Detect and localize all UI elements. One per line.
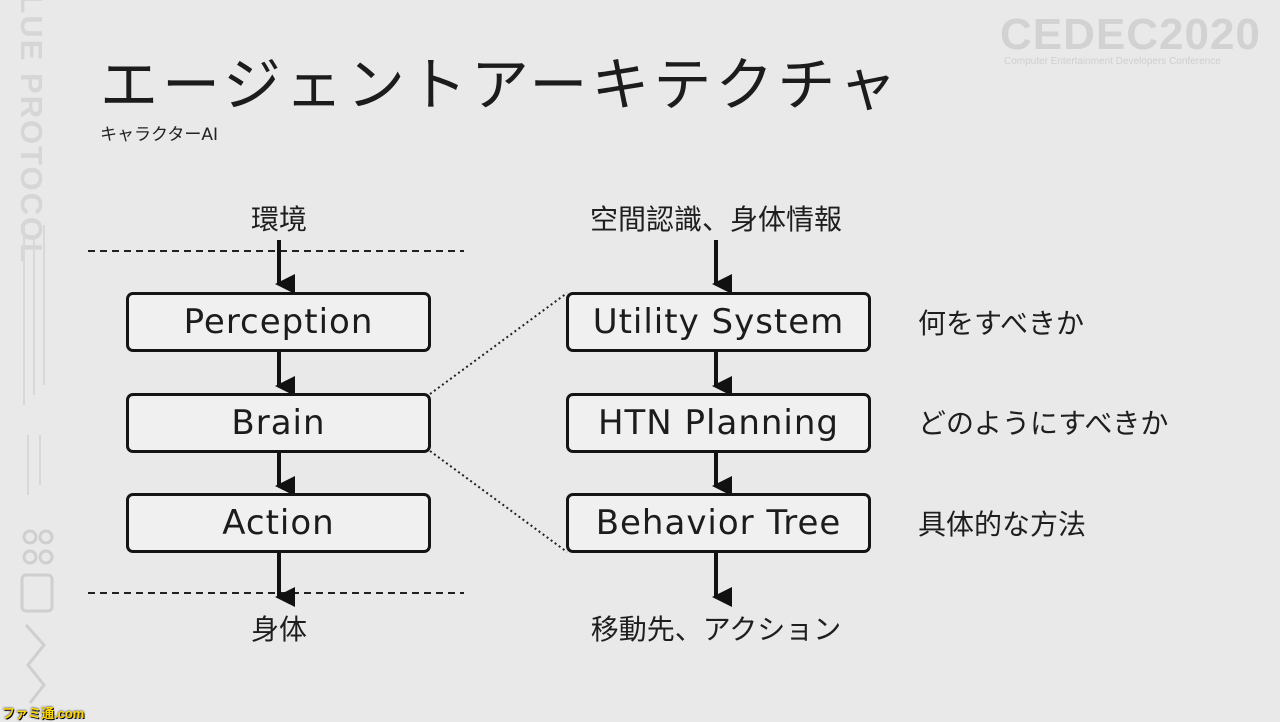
zoom-line-bottom xyxy=(429,450,568,553)
slide-subtitle: キャラクターAI xyxy=(100,125,218,145)
input-label: 空間認識、身体情報 xyxy=(589,203,843,236)
perception-node: Perception xyxy=(126,292,431,352)
annotation-how: どのようにすべきか xyxy=(918,407,1169,440)
htn-planning-node: HTN Planning xyxy=(566,393,871,453)
annotation-what: 何をすべきか xyxy=(918,307,1085,340)
zoom-line-top xyxy=(429,292,568,395)
watermark: ファミ通.com xyxy=(2,706,85,721)
brain-node: Brain xyxy=(126,393,431,453)
action-node: Action xyxy=(126,493,431,553)
environment-label: 環境 xyxy=(250,203,308,236)
behavior-tree-node: Behavior Tree xyxy=(566,493,871,553)
event-logo: CEDEC2020 xyxy=(1000,10,1261,59)
body-label: 身体 xyxy=(250,613,308,646)
output-label: 移動先、アクション xyxy=(590,613,842,646)
event-tagline: Computer Entertainment Developers Confer… xyxy=(1004,56,1221,67)
annotation-concrete: 具体的な方法 xyxy=(918,508,1087,541)
side-decoration xyxy=(20,225,54,704)
utility-system-node: Utility System xyxy=(566,292,871,352)
slide-title: エージェントアーキテクチャ xyxy=(100,51,901,119)
